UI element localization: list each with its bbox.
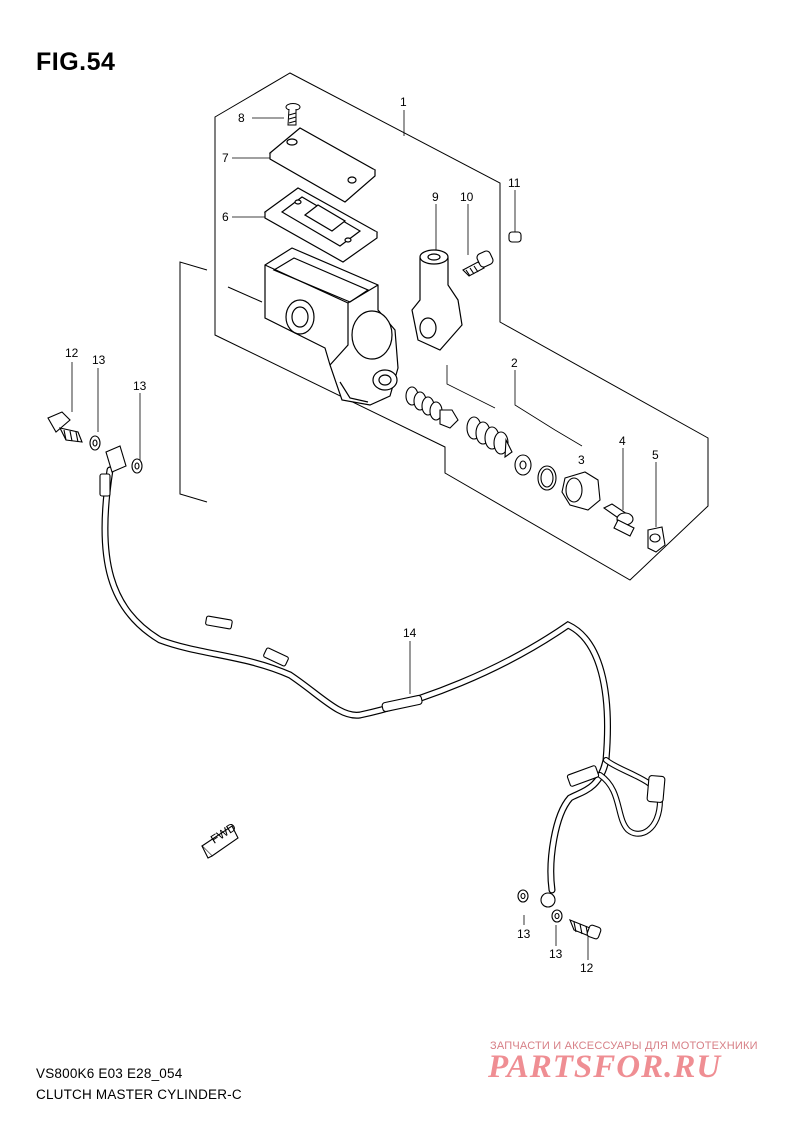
callout-2: 2: [511, 356, 518, 370]
part-13-washers: [89, 435, 563, 923]
callout-14: 14: [403, 626, 417, 640]
callout-3: 3: [578, 453, 585, 467]
callout-5: 5: [652, 448, 659, 462]
callout-13-upper-a: 13: [92, 353, 106, 367]
part-2-piston-set: [405, 386, 557, 491]
watermark-tagline: ЗАПЧАСТИ И АКСЕССУАРЫ ДЛЯ МОТОТЕХНИКИ: [490, 1040, 758, 1052]
master-cylinder-body: [264, 247, 399, 406]
part-11-cap: [508, 231, 522, 243]
part-12-union-bolt-upper: [47, 411, 83, 443]
part-12-union-bolt-lower: [569, 919, 602, 940]
part-14-clutch-hose: [101, 466, 664, 894]
callout-12-upper: 12: [65, 346, 79, 360]
hose-fittings: [99, 445, 666, 908]
callout-6: 6: [222, 210, 229, 224]
callout-8: 8: [238, 111, 245, 125]
left-bracket: [179, 261, 208, 503]
part-4-push-rod: [602, 503, 635, 537]
watermark-logo: PARTSFOR.RU: [488, 1049, 722, 1085]
figure-title: FIG.54: [36, 48, 116, 76]
callout-11: 11: [508, 176, 521, 190]
part-6-diaphragm: [263, 187, 379, 263]
callout-1: 1: [400, 95, 407, 109]
part-5-joint: [647, 526, 666, 553]
callout-4: 4: [619, 434, 626, 448]
fwd-direction-badge: FWD: [201, 820, 239, 859]
callout-13-lower-b: 13: [549, 947, 563, 961]
callout-numbers: 1 2 3 4 5 6 7 8 9 10 11 12 12 13 13 13 1…: [65, 95, 659, 975]
callout-7: 7: [222, 151, 229, 165]
part-7-reservoir-cap: [268, 127, 377, 203]
assembly-outline: [214, 72, 709, 581]
model-code: VS800K6 E03 E28_054: [36, 1066, 183, 1081]
callout-13-lower-a: 13: [517, 927, 531, 941]
callout-12-lower: 12: [580, 961, 594, 975]
part-10-bolt: [462, 250, 494, 277]
callout-9: 9: [432, 190, 439, 204]
callout-10: 10: [460, 190, 474, 204]
diagram-caption: CLUTCH MASTER CYLINDER-C: [36, 1087, 242, 1102]
callout-13-upper-b: 13: [133, 379, 147, 393]
part-3-boot: [561, 471, 601, 511]
part-8-screw: [285, 103, 301, 126]
part-9-bracket: [411, 249, 463, 351]
leader-lines: [71, 110, 657, 960]
